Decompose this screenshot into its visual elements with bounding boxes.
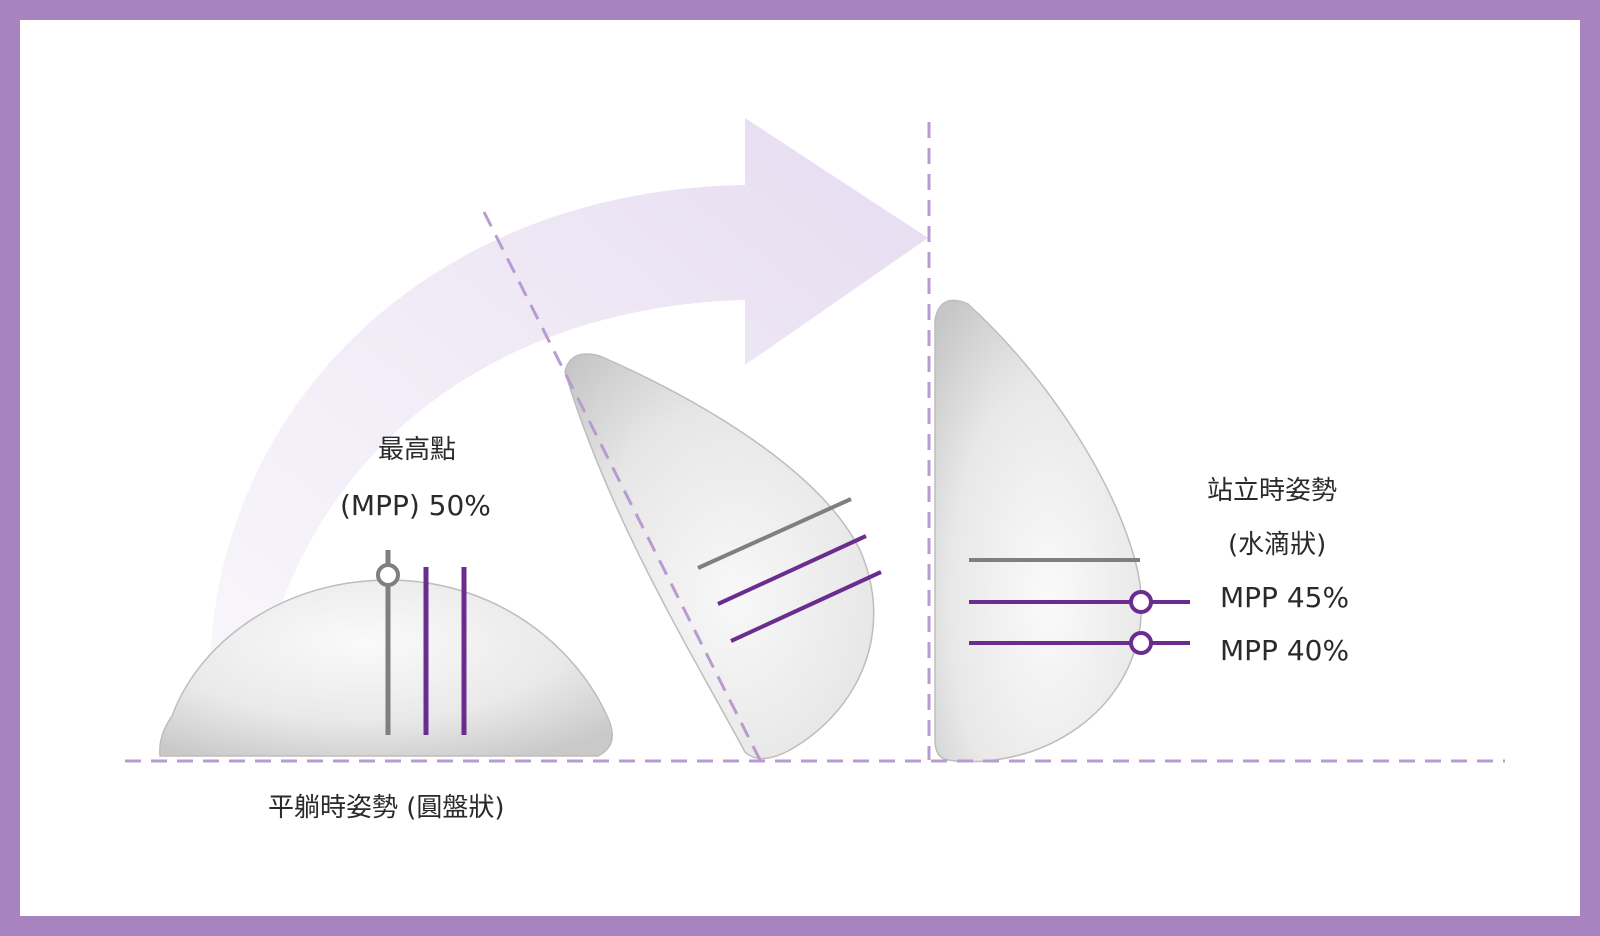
standing-implant-shape [934, 299, 1143, 763]
mpp-purple-line-tilted-2 [730, 570, 882, 643]
mpp-45-label: MPP 45% [1220, 581, 1350, 614]
mpp-purple-line-tilted-1 [717, 534, 867, 606]
teardrop-label: (水滴狀) [1228, 530, 1327, 560]
rotation-arrow [209, 118, 929, 705]
mpp-50-label: (MPP) 50% [340, 489, 491, 522]
standing-posture-label: 站立時姿勢 [1207, 476, 1338, 506]
lying-posture-label: 平躺時姿勢 (圓盤狀) [268, 793, 505, 823]
mpp-45-marker [1129, 590, 1153, 614]
mpp-marker-circle-lying [376, 563, 400, 587]
mpp-gray-line-tilted [697, 497, 852, 570]
implant-posture-diagram [125, 118, 1505, 763]
diagram-frame: 最高點 (MPP) 50% 平躺時姿勢 (圓盤狀) 站立時姿勢 (水滴狀) MP… [20, 20, 1580, 916]
highest-point-label: 最高點 [378, 435, 457, 465]
mpp-40-marker [1129, 631, 1153, 655]
mpp-40-label: MPP 40% [1220, 634, 1350, 667]
